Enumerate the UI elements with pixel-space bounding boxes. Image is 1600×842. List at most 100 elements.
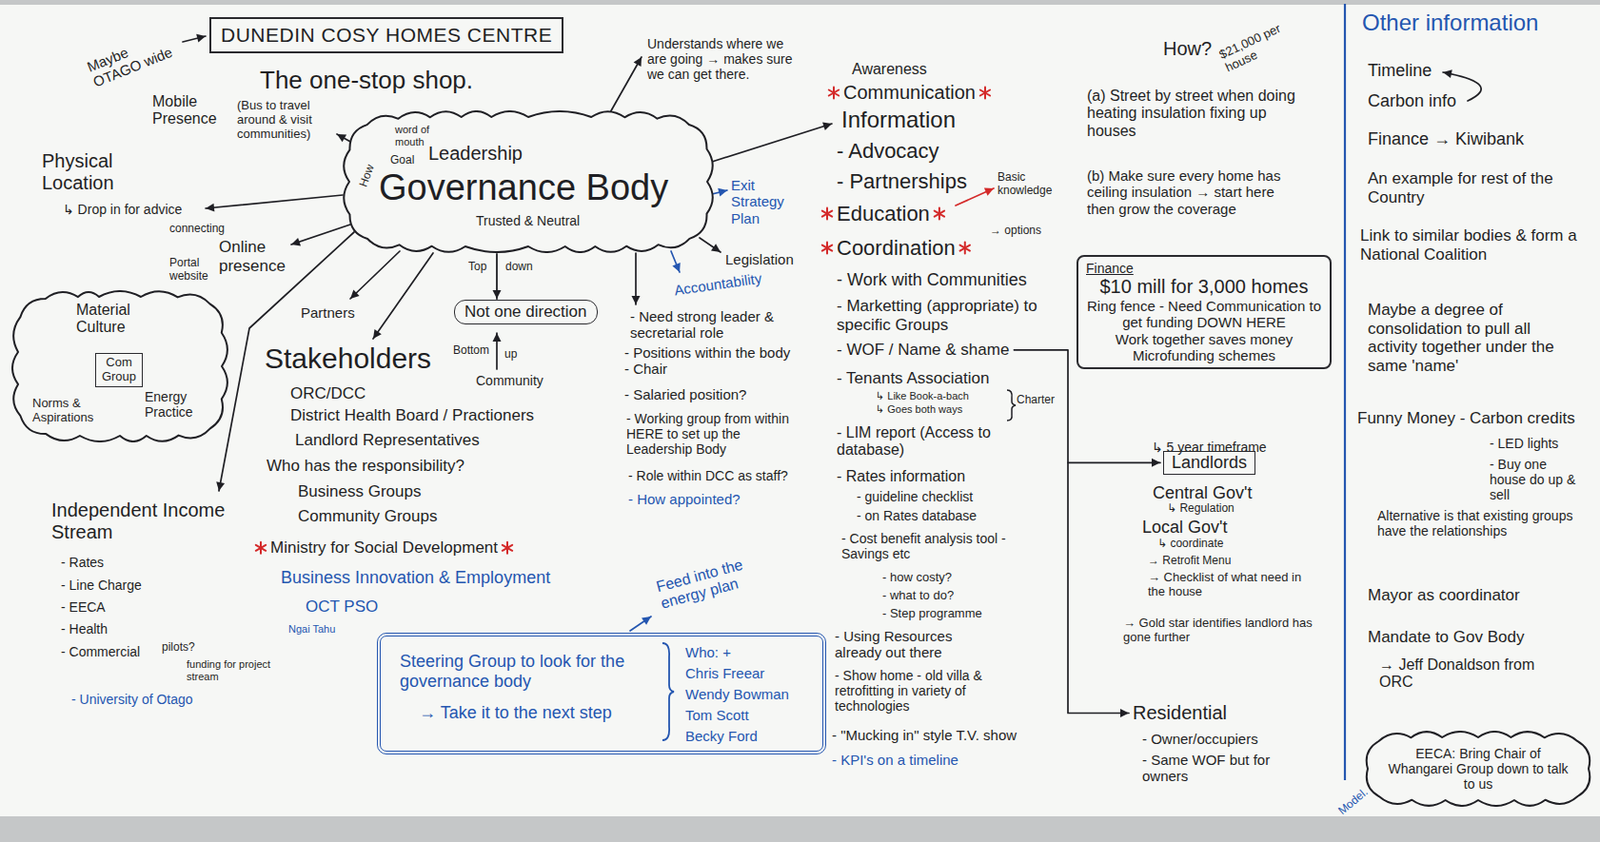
note-text: $21,000 per house bbox=[1217, 21, 1290, 77]
node-text: DUNEDIN COSY HOMES CENTRE bbox=[220, 23, 553, 47]
note-text: - LIM report (Access to database) bbox=[836, 424, 1028, 460]
note-text: Business Groups bbox=[297, 482, 421, 502]
note-text: Awareness bbox=[851, 60, 928, 79]
note-text: - Commercial bbox=[60, 644, 140, 660]
red-star bbox=[502, 545, 513, 552]
node-text: Trusted & Neutral bbox=[475, 213, 580, 229]
node-text: Microfunding schemes bbox=[1086, 347, 1323, 364]
arrow-head bbox=[1120, 709, 1129, 718]
note-text: - EECA bbox=[60, 599, 106, 615]
note-text: → options bbox=[989, 224, 1042, 238]
note-text: → Gold star identifies landlord has gone… bbox=[1123, 616, 1314, 646]
note-text: Physical Location bbox=[41, 150, 147, 195]
note-text: - Same WOF but for owners bbox=[1142, 751, 1285, 786]
cloud-path bbox=[1366, 731, 1591, 807]
hand-arrow bbox=[609, 57, 642, 115]
note-text: ORC/DCC bbox=[290, 384, 366, 404]
arrow-head bbox=[711, 243, 721, 253]
node-text: Who: + bbox=[685, 644, 731, 661]
column-divider bbox=[1343, 3, 1346, 781]
red-star bbox=[934, 211, 945, 218]
cloud-path bbox=[343, 111, 713, 253]
cloud-shape: Material CultureNorms & AspirationsEnerg… bbox=[11, 290, 229, 443]
arrow-head bbox=[641, 616, 652, 626]
note-text: → Jeff Donaldson from ORC bbox=[1379, 656, 1570, 692]
note-text: (b) Make sure every home has ceiling ins… bbox=[1086, 167, 1306, 218]
note-text: Community Groups bbox=[297, 507, 437, 527]
note-text: → Retrofit Menu bbox=[1147, 554, 1231, 569]
brace bbox=[662, 643, 674, 741]
node-text: Governance Body bbox=[378, 167, 669, 210]
note-text: up bbox=[504, 348, 517, 362]
node-text: EECA: Bring Chair of Whangarei Group dow… bbox=[1384, 746, 1572, 792]
note-text: Finance → Kiwibank bbox=[1367, 129, 1524, 150]
node-text: Landlords bbox=[1171, 453, 1247, 474]
arrow-head bbox=[336, 134, 347, 142]
note-text: - Rates information bbox=[836, 468, 966, 486]
outlined-box: Com Group bbox=[95, 353, 143, 388]
note-text: Stakeholders bbox=[264, 342, 432, 376]
note-text: Link to similar bodies & form a National… bbox=[1360, 226, 1589, 264]
hand-arrow bbox=[699, 237, 721, 253]
note-text: - Role within DCC as staff? bbox=[628, 468, 789, 484]
red-star bbox=[502, 545, 513, 552]
note-text: ↳ coordinate bbox=[1157, 537, 1224, 552]
note-text: - guideline checklist bbox=[856, 489, 973, 505]
note-text: Mobile Presence bbox=[152, 93, 229, 129]
note-text: Maybe OTAGO wide bbox=[84, 25, 181, 91]
note-text: - Line Charge bbox=[60, 577, 142, 593]
note-text: - Salaried position? bbox=[624, 386, 747, 403]
cloud-shape: EECA: Bring Chair of Whangarei Group dow… bbox=[1361, 730, 1596, 808]
note-text: Who has the responsibility? bbox=[266, 456, 465, 476]
note-text: Alternative is that existing groups have… bbox=[1377, 508, 1587, 539]
node-text: Tom Scott bbox=[685, 707, 750, 724]
arrow-head bbox=[205, 203, 215, 213]
note-text: - WOF / Name & shame bbox=[836, 340, 1009, 360]
node-text: → Take it to the next step bbox=[418, 703, 613, 724]
red-star bbox=[829, 90, 839, 97]
hand-arrow bbox=[671, 251, 680, 273]
arrow-head bbox=[717, 188, 728, 198]
note-text: Local Gov't bbox=[1142, 517, 1227, 538]
arrow-head bbox=[493, 290, 502, 299]
note-text: Top bbox=[468, 260, 487, 275]
note-text: Online presence bbox=[218, 237, 288, 276]
note-text: - Advocacy bbox=[836, 138, 940, 163]
note-text: Carbon info bbox=[1367, 91, 1457, 112]
note-text: - Cost benefit analysis tool - Savings e… bbox=[841, 531, 1013, 562]
red-star bbox=[960, 245, 970, 252]
note-text: - Show home - old villa & retrofitting i… bbox=[834, 668, 1011, 714]
arrow-head bbox=[984, 188, 994, 197]
arrow-head bbox=[216, 481, 225, 492]
note-text: Understands where we are going → makes s… bbox=[647, 36, 800, 82]
note-text: Basic knowledge bbox=[997, 171, 1057, 198]
note-text: (Bus to travel around & visit communitie… bbox=[237, 98, 333, 142]
node-text: Wendy Bowman bbox=[685, 686, 790, 703]
node-text: Steering Group to look for the governanc… bbox=[399, 651, 657, 692]
arrow-head bbox=[373, 329, 382, 339]
red-star bbox=[256, 545, 266, 552]
node-text: Ring fence - Need Communication to get f… bbox=[1086, 297, 1323, 332]
note-text: - University of Otago bbox=[71, 691, 194, 708]
hand-arrow bbox=[205, 195, 343, 209]
note-text: Education bbox=[836, 201, 930, 226]
note-text: - Work with Communities bbox=[836, 270, 1028, 291]
note-text: Ngai Tahu bbox=[288, 623, 336, 636]
outlined-box: Not one direction bbox=[454, 299, 598, 325]
connector bbox=[493, 254, 502, 299]
note-text: ↳ 5 year timeframe bbox=[1151, 439, 1267, 455]
note-text: down bbox=[505, 260, 534, 275]
note-text: Charter bbox=[1016, 394, 1055, 408]
hand-arrow bbox=[291, 224, 351, 245]
red-star bbox=[960, 245, 970, 252]
note-text: pilots? bbox=[161, 641, 196, 655]
note-text: - Marketting (appropriate) to specific G… bbox=[836, 296, 1056, 335]
note-text: Legislation bbox=[725, 251, 794, 268]
outlined-box: Landlords bbox=[1163, 451, 1256, 475]
note-text: Feed into the energy plan bbox=[654, 545, 793, 614]
note-text: funding for project stream bbox=[186, 658, 273, 683]
red-star bbox=[980, 90, 990, 97]
note-text: Bottom bbox=[453, 344, 490, 358]
note-text: - Positions within the body - Chair bbox=[624, 344, 791, 378]
